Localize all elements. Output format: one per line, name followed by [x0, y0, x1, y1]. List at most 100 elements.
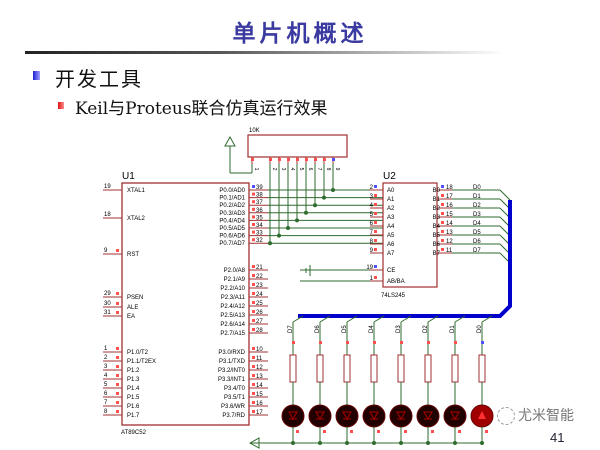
pin-marker [252, 374, 255, 377]
pin-marker [251, 158, 254, 161]
pin-label: A5 [387, 233, 395, 239]
pin-number: 28 [256, 328, 263, 334]
diode-icon [342, 411, 352, 421]
junction-dot [277, 233, 281, 238]
pin-marker [296, 158, 299, 161]
net-label: D5 [342, 325, 348, 333]
net-label: D3 [396, 325, 402, 333]
resistor-pack [247, 134, 348, 158]
pin-number: 7 [104, 400, 108, 406]
pin-number: 14 [446, 221, 453, 227]
net-label: D0 [477, 325, 483, 333]
power-arrow-icon [224, 135, 236, 147]
pin-number: 11 [446, 248, 453, 254]
pin-marker [252, 292, 255, 295]
pin-label: P0.3/AD3 [219, 211, 245, 217]
pin-label: B1 [433, 197, 441, 203]
pin-label: P2.5/A13 [220, 313, 245, 319]
pin-number: 7 [370, 230, 374, 236]
pin-label: A7 [387, 251, 395, 257]
net-label: D2 [473, 203, 481, 209]
net-label: D6 [473, 239, 481, 245]
pin-marker [116, 347, 119, 350]
bullet-icon [33, 71, 40, 80]
pin-number: 14 [256, 383, 263, 389]
pin-marker [252, 207, 255, 211]
pin-number: 1 [253, 168, 259, 171]
net-label: D4 [369, 325, 375, 333]
pin-marker [116, 374, 119, 377]
junction-dot [295, 218, 299, 223]
watermark: 尤米智能 [518, 408, 574, 424]
pin-number: 15 [256, 392, 263, 398]
pin-number: 17 [256, 410, 263, 416]
pin-label: P3.5/T1 [224, 395, 246, 401]
pin-number: 1 [370, 276, 374, 282]
resistor [478, 354, 486, 383]
pin-label: P3.1/TXD [219, 359, 246, 365]
led-off [416, 404, 440, 428]
pin-label: P1.6 [127, 404, 140, 410]
pin-label: A6 [387, 242, 395, 248]
junction-dot [304, 210, 308, 215]
pin-marker [116, 311, 119, 314]
pin-label: B4 [433, 224, 441, 230]
pin-label: P0.7/AD7 [219, 241, 245, 247]
wechat-icon [497, 407, 515, 425]
pin-marker [305, 158, 308, 161]
pin-number: 38 [256, 193, 263, 199]
pin-label: P1.2 [127, 368, 140, 374]
pin-label: A0 [387, 188, 395, 194]
pin-label: XTAL2 [127, 216, 146, 222]
pin-number: 26 [256, 310, 263, 316]
pin-marker [441, 248, 444, 251]
pin-marker [374, 185, 377, 188]
diode-icon [288, 411, 298, 421]
wire [427, 315, 439, 323]
wire [454, 315, 466, 323]
junction-dot [268, 241, 272, 246]
pin-number: 9 [104, 248, 108, 254]
pin-number: 16 [256, 401, 263, 407]
pin-marker [323, 430, 326, 433]
pin-label: P3.6/WR [221, 404, 246, 410]
pin-marker [252, 185, 255, 188]
pin-marker [441, 185, 444, 188]
pin-marker [252, 401, 255, 404]
diode-icon [369, 411, 379, 421]
diode-icon [315, 411, 325, 421]
page-number: 41 [550, 430, 565, 445]
pin-number: 5 [298, 168, 304, 171]
resistor [451, 354, 459, 383]
junction-dot [331, 188, 335, 192]
pin-marker [252, 238, 255, 242]
pin-marker [252, 392, 255, 395]
pin-marker [252, 274, 255, 277]
pin-number: 19 [366, 265, 373, 271]
pin-label: P0.2/AD2 [219, 203, 245, 209]
pin-marker [431, 430, 434, 433]
pin-marker [319, 341, 322, 344]
pin-label: P2.4/A12 [220, 304, 245, 310]
pin-number: 7 [316, 168, 322, 171]
pin-number: 13 [446, 230, 453, 236]
pin-marker [323, 158, 326, 161]
pin-marker [485, 430, 488, 433]
pin-label: ALE [127, 305, 138, 311]
pin-number: 2 [104, 355, 108, 361]
pin-label: P1.5 [127, 395, 140, 401]
junction-dot [286, 226, 290, 230]
pin-number: 25 [256, 301, 263, 307]
bullet-icon [58, 102, 64, 109]
pin-label: P3.2/INT0 [218, 368, 246, 374]
pin-marker [374, 276, 377, 279]
pin-marker [374, 194, 377, 197]
pin-marker [252, 319, 255, 322]
pin-marker [292, 341, 295, 344]
pin-number: 35 [256, 215, 263, 221]
pin-label: P2.1/A9 [224, 277, 246, 283]
pin-marker [377, 430, 380, 433]
pin-label: B3 [433, 215, 441, 221]
pin-label: A3 [387, 215, 395, 221]
